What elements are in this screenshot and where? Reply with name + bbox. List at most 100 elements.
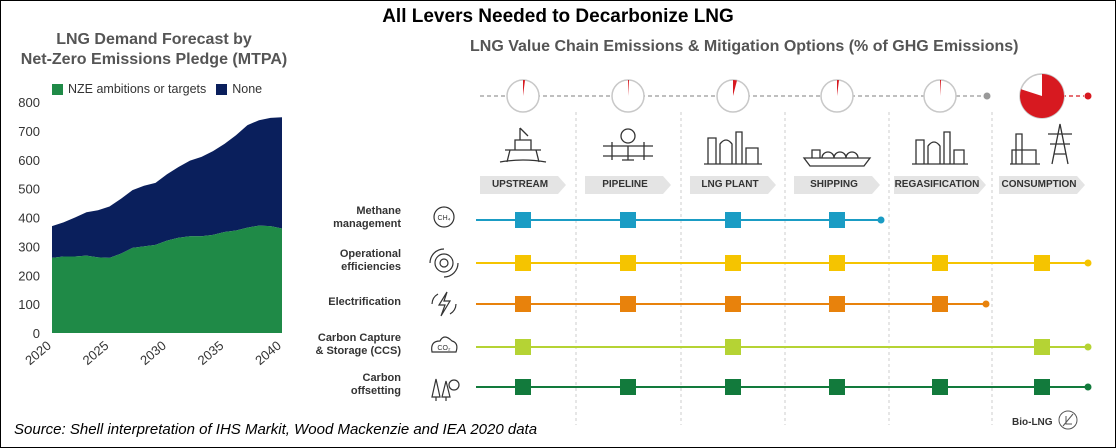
legend-swatch-nze: [52, 83, 63, 95]
lever-label-line: Carbon: [362, 372, 402, 384]
bio-lng-label: Bio-LNG: [1012, 417, 1053, 428]
lever-marker-electrification-1: [515, 296, 531, 312]
emission-pie-slice-1: [523, 80, 526, 96]
lng-plant-icon: [704, 131, 762, 165]
lever-marker-methane-4: [829, 212, 845, 228]
gear-icon: [429, 248, 459, 278]
lever-line-end-electrification: [982, 300, 990, 308]
lever-marker-methane-2: [620, 212, 636, 228]
stage-label-4: SHIPPING: [810, 179, 858, 190]
stage-label-3: LNG PLANT: [701, 179, 759, 190]
y-tick-label: 400: [18, 211, 40, 226]
area-chart-title-line-1: LNG Demand Forecast by: [56, 31, 252, 48]
lever-marker-offsetting-3: [725, 379, 741, 395]
lever-label-line: Methane: [356, 205, 401, 217]
methane-icon-text: CH₄: [438, 215, 451, 222]
lever-line-end-operational: [1084, 259, 1092, 267]
lever-marker-operational-6: [1034, 255, 1050, 271]
y-tick-label: 700: [18, 124, 40, 139]
lever-marker-operational-1: [515, 255, 531, 271]
lever-marker-operational-3: [725, 255, 741, 271]
legend-swatch-none: [216, 83, 228, 95]
lightning-icon: [431, 291, 457, 317]
emission-pie-slice-2: [628, 80, 630, 96]
lever-marker-electrification-3: [725, 296, 741, 312]
lever-marker-operational-5: [932, 255, 948, 271]
lever-line-end-offsetting: [1084, 383, 1092, 391]
lever-marker-offsetting-6: [1034, 379, 1050, 395]
series-area-nze: [52, 225, 282, 333]
lever-marker-methane-3: [725, 212, 741, 228]
legend-item-nze: NZE ambitions or targets: [52, 82, 206, 96]
trees-icon: [431, 378, 460, 401]
source-note: Source: Shell interpretation of IHS Mark…: [14, 421, 538, 438]
co2-cloud-icon: CO₂: [431, 336, 458, 353]
lever-marker-operational-4: [829, 255, 845, 271]
area-chart-title: LNG Demand Forecast by Net-Zero Emission…: [6, 30, 302, 70]
lever-label-line: offsetting: [350, 385, 401, 397]
lever-line-end-ccs: [1084, 343, 1092, 351]
area-chart-legend: NZE ambitions or targets None: [52, 82, 272, 96]
stage-chevron-6: [999, 176, 1085, 194]
lever-label-line: Carbon Capture: [317, 332, 401, 344]
y-tick-label: 200: [18, 268, 40, 283]
lever-label-line: management: [333, 218, 401, 230]
stage-chevron-1: [480, 176, 566, 194]
pipeline-icon: [603, 128, 653, 161]
lever-label-line: efficiencies: [341, 261, 401, 273]
lever-label-ccs: Carbon Capture& Storage (CCS): [281, 332, 401, 358]
stage-chevron-3: [690, 176, 776, 194]
co2-icon-text: CO₂: [437, 345, 451, 352]
ship-icon: [802, 149, 872, 167]
legend-label-nze: NZE ambitions or targets: [68, 82, 207, 96]
lever-label-line: Electrification: [328, 295, 401, 308]
lever-marker-offsetting-4: [829, 379, 845, 395]
regasification-icon: [912, 131, 968, 165]
lever-marker-ccs-6: [1034, 339, 1050, 355]
lever-marker-offsetting-1: [515, 379, 531, 395]
lever-marker-ccs-1: [515, 339, 531, 355]
stage-label-5: REGASIFICATION: [894, 179, 980, 190]
pie-connector-dot: [983, 92, 991, 100]
emission-pie-slice-5: [940, 80, 942, 96]
emission-pie-slice-6: [1020, 74, 1064, 118]
lever-marker-offsetting-2: [620, 379, 636, 395]
oil-platform-icon: [499, 127, 547, 163]
emission-pie-slice-4: [837, 80, 840, 96]
lever-marker-offsetting-5: [932, 379, 948, 395]
y-tick-label: 100: [18, 297, 40, 312]
lever-marker-operational-2: [620, 255, 636, 271]
y-tick-label: 0: [33, 326, 40, 341]
main-title: All Levers Needed to Decarbonize LNG: [382, 6, 734, 27]
lever-label-electrification: Electrification: [281, 296, 401, 309]
lever-label-line: & Storage (CCS): [315, 345, 401, 357]
lever-marker-electrification-2: [620, 296, 636, 312]
lever-marker-methane-1: [515, 212, 531, 228]
lever-marker-ccs-3: [725, 339, 741, 355]
lever-marker-electrification-4: [829, 296, 845, 312]
stage-label-2: PIPELINE: [602, 179, 648, 190]
area-chart-title-line-2: Net-Zero Emissions Pledge (MTPA): [20, 51, 288, 68]
value-chain-title: LNG Value Chain Emissions & Mitigation O…: [470, 38, 1019, 55]
stage-chevron-5: [894, 176, 986, 194]
lever-line-end-methane: [877, 216, 885, 224]
legend-item-none: None: [216, 82, 262, 96]
y-tick-label: 300: [18, 239, 40, 254]
stage-chevron-2: [585, 176, 671, 194]
power-plant-icon: [1010, 123, 1072, 165]
stage-label-6: CONSUMPTION: [1001, 179, 1077, 190]
emission-pie-slice-3: [733, 80, 737, 96]
y-tick-label: 800: [18, 95, 40, 110]
series-area-none: [52, 117, 282, 258]
bio-lng-icon: [1058, 410, 1078, 430]
stage-label-1: UPSTREAM: [491, 179, 549, 190]
y-tick-label: 500: [18, 182, 40, 197]
methane-icon: CH₄: [433, 206, 455, 228]
lever-marker-electrification-5: [932, 296, 948, 312]
pie-connector-end-dot: [1084, 92, 1092, 100]
